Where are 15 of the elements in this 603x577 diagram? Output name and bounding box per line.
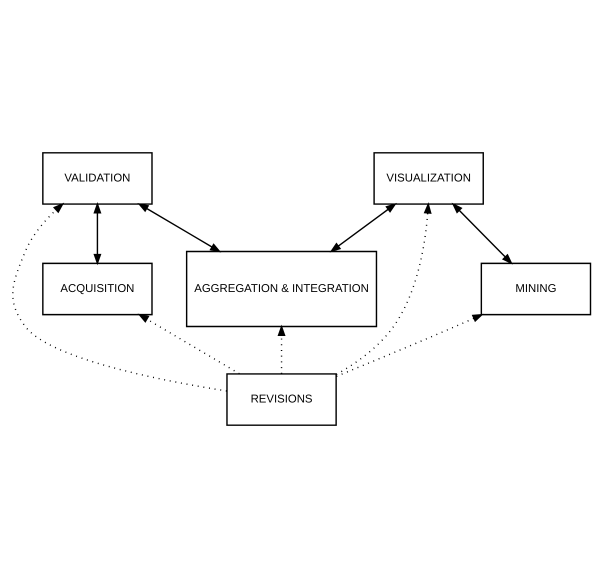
node-box: AGGREGATION & INTEGRATION: [186, 250, 378, 327]
node-box: REVISIONS: [226, 372, 337, 426]
arrow: [138, 313, 240, 374]
node-box: ACQUISITION: [42, 262, 153, 315]
arrow: [452, 202, 513, 264]
arrow: [137, 202, 222, 252]
node-box: MINING: [480, 262, 592, 315]
arrow: [12, 202, 227, 392]
arrow: [278, 324, 286, 374]
arrow: [336, 313, 484, 376]
arrow: [336, 202, 432, 375]
arrow: [93, 202, 102, 265]
node-box: VALIDATION: [42, 152, 153, 204]
arrow: [330, 202, 397, 252]
node-box: VISUALIZATION: [373, 152, 484, 204]
